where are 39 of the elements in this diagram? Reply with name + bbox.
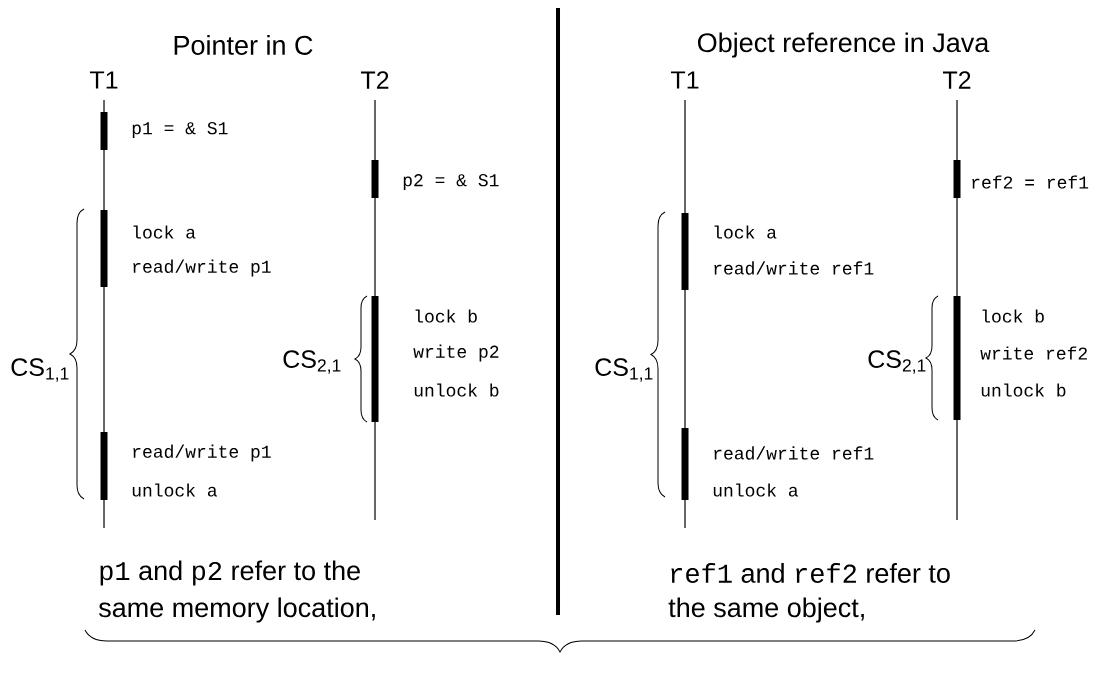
- thread-label: T1: [671, 71, 699, 89]
- label: and: [741, 563, 784, 583]
- code-line: unlock a: [713, 483, 798, 497]
- code-line: p1 = & S1: [132, 122, 228, 138]
- caption: same memory location,: [98, 597, 375, 623]
- code-line: unlock b: [981, 383, 1066, 397]
- code-line: write ref2: [980, 346, 1087, 360]
- section-label: CS$_{2,1}$: [283, 350, 341, 374]
- thread-label: T1: [90, 71, 118, 89]
- code-line: read/write p1: [133, 444, 271, 462]
- label: refer to: [867, 563, 950, 583]
- label: p1: [100, 562, 130, 586]
- code-line: lock a: [714, 225, 777, 239]
- section-label: CS$_{1,1}$: [11, 358, 69, 382]
- code-line: unlock a: [132, 483, 217, 497]
- code-line: read/write p1: [133, 259, 271, 277]
- label: ref1: [671, 563, 732, 583]
- code-line: write p2: [413, 344, 499, 362]
- code-line: read/write ref1: [714, 446, 874, 460]
- caption: p1 and p2 refer to the: [100, 560, 360, 586]
- panel-title: Object reference in Java: [697, 32, 990, 58]
- caption: ref1 and ref2 refer to: [671, 563, 950, 583]
- caption: the same object,: [668, 597, 864, 623]
- code-line: lock b: [982, 309, 1044, 323]
- code-line: unlock b: [414, 383, 499, 397]
- code-line: lock b: [415, 309, 477, 323]
- label: refer to the: [232, 560, 360, 581]
- code-line: p2 = & S1: [403, 174, 499, 190]
- thread-label: T2: [943, 71, 971, 89]
- panel-title: Pointer in C: [174, 35, 313, 55]
- code-line: ref2 = ref1: [972, 175, 1089, 189]
- code-line: read/write ref1: [714, 261, 874, 275]
- section-label: CS$_{2,1}$: [868, 350, 926, 374]
- label: p2: [193, 561, 222, 586]
- label: ref2: [796, 563, 856, 583]
- label: and: [139, 560, 182, 581]
- thread-label: T2: [361, 71, 389, 89]
- code-line: lock a: [133, 225, 196, 239]
- section-label: CS$_{1,1}$: [595, 358, 653, 382]
